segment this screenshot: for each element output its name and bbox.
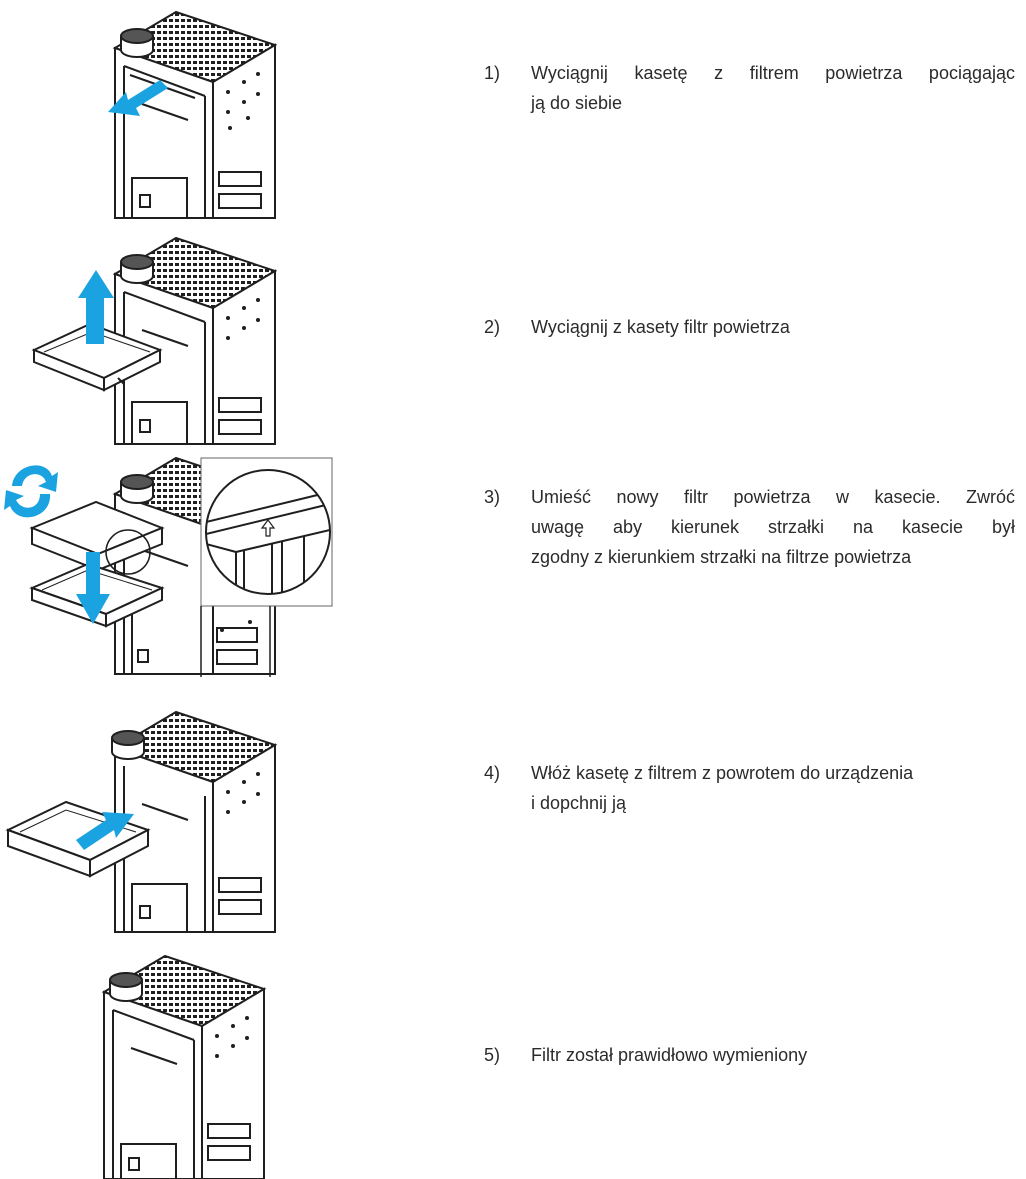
flip-and-insert-arrow-icon [4, 465, 110, 624]
step-1-text: Wyciągnij kasetę z filtrem powietrza poc… [531, 58, 1015, 118]
step-5-text: Filtr został prawidłowo wymieniony [531, 1040, 1015, 1070]
step-5-number: 5) [484, 1045, 501, 1065]
step-1-number: 1) [484, 63, 501, 83]
step-1-illustration [108, 10, 278, 219]
device-knob [120, 28, 154, 58]
step-1: 1) Wyciągnij kasetę z filtrem powietrza … [0, 0, 1026, 225]
step-5: 5) Filtr został prawidłowo wymieniony [0, 948, 1026, 1179]
step-3-text-line: Umieść nowy filtr powietrza w kasecie. Z… [531, 487, 1015, 507]
step-5-text-line: Filtr został prawidłowo wymieniony [531, 1045, 808, 1065]
filter-cassette [31, 322, 163, 392]
step-4-text: Włóż kasetę z filtrem z powrotem do urzą… [531, 758, 1015, 818]
step-3-text-line: uwagę aby kierunek strzałki na kasecie b… [531, 517, 1015, 537]
pull-out-arrow-icon [108, 80, 168, 116]
step-2: 2) Wyciągnij z kasety filtr powietrza [0, 232, 1026, 447]
device-cabinet [112, 10, 278, 219]
step-3-illustration [4, 456, 333, 677]
step-4: 4) Włóż kasetę z filtrem z powrotem do u… [0, 700, 1026, 935]
zoom-marker [105, 529, 151, 575]
step-1-text-line: ją do siebie [531, 93, 623, 113]
step-4-text-line: Włóż kasetę z filtrem z powrotem do urzą… [531, 763, 914, 783]
push-in-arrow-icon [76, 812, 134, 850]
step-4-illustration [5, 710, 278, 933]
step-2-number: 2) [484, 317, 501, 337]
step-5-illustration [101, 954, 267, 1179]
step-4-number: 4) [484, 763, 501, 783]
step-3-text-line: zgodny z kierunkiem strzałki na filtrze … [531, 547, 912, 567]
step-4-text-line: i dopchnij ją [531, 793, 627, 813]
side-dots [226, 72, 260, 130]
filter-cassette [5, 800, 151, 878]
step-2-text-line: Wyciągnij z kasety filtr powietrza [531, 317, 790, 337]
step-3: 3) Umieść nowy filtr powietrza w kasecie… [0, 452, 1026, 677]
lift-up-arrow-icon [78, 270, 114, 344]
step-2-text: Wyciągnij z kasety filtr powietrza [531, 312, 1015, 342]
step-2-illustration [31, 236, 278, 445]
step-3-text: Umieść nowy filtr powietrza w kasecie. Z… [531, 482, 1015, 572]
step-3-number: 3) [484, 487, 501, 507]
step-1-text-line: Wyciągnij kasetę z filtrem powietrza poc… [531, 63, 1015, 83]
direction-arrow-icon [260, 519, 276, 537]
zoom-inset [200, 457, 333, 677]
